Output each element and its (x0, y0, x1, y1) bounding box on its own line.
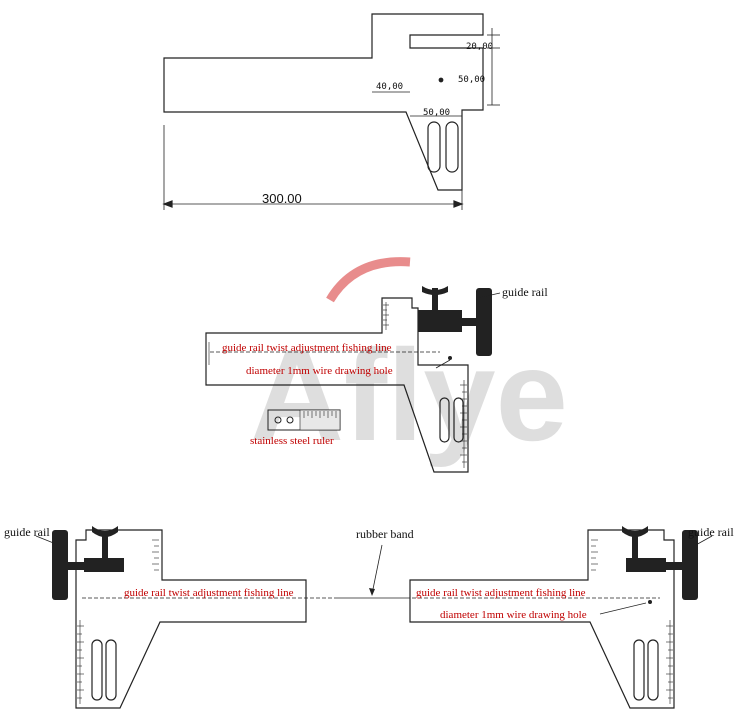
dim-label-50-horizontal: 50,00 (423, 108, 450, 118)
bottom-right-gauge (409, 526, 713, 709)
label-wire-hole-middle: diameter 1mm wire drawing hole (246, 365, 393, 377)
stainless-steel-ruler (267, 409, 341, 431)
bottom-left-gauge (35, 526, 338, 709)
guide-rail-shape-right (682, 530, 698, 600)
watermark: Aflye (250, 257, 568, 468)
dim-label-20: 20,00 (466, 42, 493, 52)
dimension-drawing (162, 13, 500, 210)
label-fishing-line-middle: guide rail twist adjustment fishing line (222, 342, 392, 354)
label-guide-rail-middle: guide rail (502, 285, 548, 299)
label-guide-rail-bottom-left: guide rail (4, 525, 50, 539)
watermark-text: Aflye (250, 322, 568, 468)
guide-rail-shape-left (52, 530, 68, 600)
label-fishing-line-bottom-left: guide rail twist adjustment fishing line (124, 587, 294, 599)
clamp-knob (418, 286, 476, 332)
label-rubber-band: rubber band (356, 527, 414, 541)
dim-label-300: 300.00 (262, 191, 302, 206)
label-fishing-line-bottom-right: guide rail twist adjustment fishing line (416, 587, 586, 599)
dim-label-40: 40,00 (376, 82, 403, 92)
label-stainless-steel-ruler: stainless steel ruler (250, 435, 334, 447)
middle-gauge (205, 286, 501, 473)
label-guide-rail-bottom-right: guide rail (688, 525, 734, 539)
guide-rail-shape (476, 288, 492, 356)
dim-label-50-vertical: 50,00 (458, 75, 485, 85)
rubber-band (338, 544, 410, 599)
label-wire-hole-bottom: diameter 1mm wire drawing hole (440, 609, 587, 621)
